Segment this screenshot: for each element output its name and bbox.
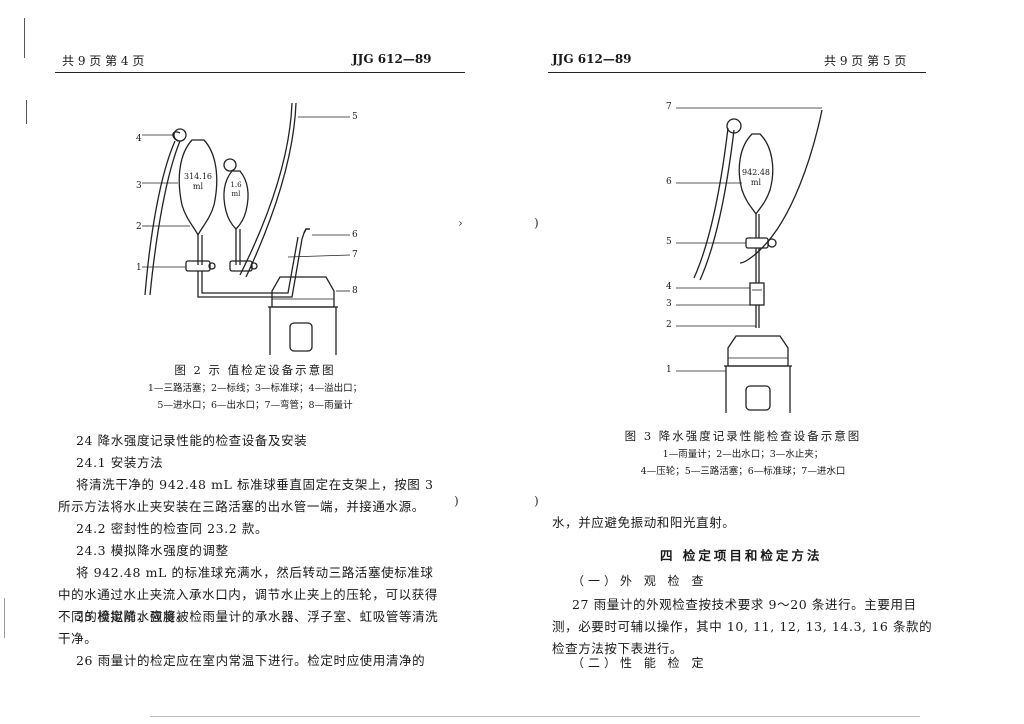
fig3-label-4: 4 — [666, 282, 672, 292]
standard-code-header: JJG 612—89 — [552, 52, 632, 66]
figure-2-legend-line-2: 5—进水口；6—出水口；7—弯管；8—雨量计 — [157, 400, 353, 411]
subsection-performance-title: （二）性 能 检 定 — [572, 656, 708, 670]
figure-2-legend-line-1: 1—三路活塞；2—标线；3—标准球；4—溢出口； — [147, 383, 363, 394]
scan-speck: ) — [454, 494, 459, 508]
scan-speck: › — [458, 216, 463, 230]
fig2-label-8: 8 — [352, 286, 358, 296]
header-rule — [548, 72, 926, 73]
figure-3-legend-line-1: 1—雨量计；2—出水口；3—水止夹； — [662, 449, 824, 460]
scan-edge-mark — [24, 18, 25, 58]
fig2-label-7: 7 — [352, 250, 358, 260]
clause-24-2: 24.2 密封性的检查同 23.2 款。 — [76, 521, 269, 536]
clause-25: 25 检定前，应将被检雨量计的承水器、浮子室、虹吸管等清洗干净。 — [58, 609, 439, 646]
standard-code-header: JJG 612—89 — [352, 52, 432, 66]
fig3-label-2: 2 — [666, 320, 672, 330]
fig2-label-6: 6 — [352, 230, 358, 240]
clause-24-1-body: 将清洗干净的 942.48 mL 标准球垂直固定在支架上，按图 3 所示方法将水… — [58, 477, 434, 514]
figure-3-title: 图 3 降水强度记录性能检查设备示意图 — [624, 429, 862, 443]
figure-3-diagram: 7 6 5 4 3 2 1 942.48 ml — [662, 98, 862, 418]
fig2-label-2: 2 — [136, 222, 142, 232]
small-bulb-unit: ml — [231, 190, 241, 198]
figure-3-caption: 图 3 降水强度记录性能检查设备示意图 1—雨量计；2—出水口；3—水止夹； 4… — [588, 428, 898, 480]
fig2-label-3: 3 — [136, 181, 142, 191]
fig3-label-1: 1 — [666, 365, 672, 375]
page-count-header: 共 9 页 第 4 页 — [62, 54, 145, 68]
scan-edge-mark — [4, 598, 5, 638]
page-count-header: 共 9 页 第 5 页 — [824, 54, 907, 68]
large-bulb-unit: ml — [192, 182, 204, 191]
clause-26: 26 雨量计的检定应在室内常温下进行。检定时应使用清净的 — [76, 653, 426, 668]
clause-26-continued: 水，并应避免振动和阳光直射。 — [552, 515, 736, 530]
clause-27: 27 雨量计的外观检查按技术要求 9～20 条进行。主要用目测，必要时可辅以操作… — [552, 597, 933, 656]
left-page: 共 9 页 第 4 页 JJG 612—89 — [4, 18, 465, 668]
bulb-volume: 942.48 — [742, 168, 770, 177]
scan-speck: ) — [534, 216, 539, 230]
small-bulb-volume: 1.6 — [230, 181, 242, 189]
bulb-unit: ml — [750, 178, 762, 187]
scan-bottom-edge — [150, 716, 920, 717]
clause-24-heading: 24 降水强度记录性能的检查设备及安装 — [76, 433, 308, 448]
fig2-label-1: 1 — [136, 263, 142, 273]
fig3-label-7: 7 — [666, 102, 672, 112]
clause-24-1-heading: 24.1 安装方法 — [76, 455, 164, 470]
right-page: JJG 612—89 共 9 页 第 5 页 — [454, 0, 1024, 724]
large-bulb-volume: 314.16 — [184, 172, 212, 181]
header-rule — [55, 72, 465, 73]
fig2-label-4: 4 — [136, 134, 142, 144]
figure-2-title: 图 2 示 值检定设备示意图 — [174, 363, 336, 377]
fig2-label-5: 5 — [352, 112, 358, 122]
section-4-title: 四 检定项目和检定方法 — [660, 548, 823, 563]
subsection-appearance-title: （一）外 观 检 查 — [572, 574, 708, 588]
clause-24-3-body: 将 942.48 mL 的标准球充满水，然后转动三路活塞使标准球中的水通过水止夹… — [58, 565, 438, 624]
fig3-label-3: 3 — [666, 299, 672, 309]
clause-24-3-heading: 24.3 模拟降水强度的调整 — [76, 543, 229, 558]
figure-2-caption: 图 2 示 值检定设备示意图 1—三路活塞；2—标线；3—标准球；4—溢出口； … — [100, 362, 410, 414]
figure-2-diagram: 4 3 2 1 5 6 7 8 314.16 ml 1.6 ml — [120, 95, 380, 355]
scan-speck: ) — [534, 494, 539, 508]
scan-edge-mark — [26, 100, 27, 124]
figure-3-legend-line-2: 4—压轮；5—三路活塞；6—标准球；7—进水口 — [640, 466, 846, 477]
fig3-label-6: 6 — [666, 177, 672, 187]
fig3-label-5: 5 — [666, 237, 672, 247]
